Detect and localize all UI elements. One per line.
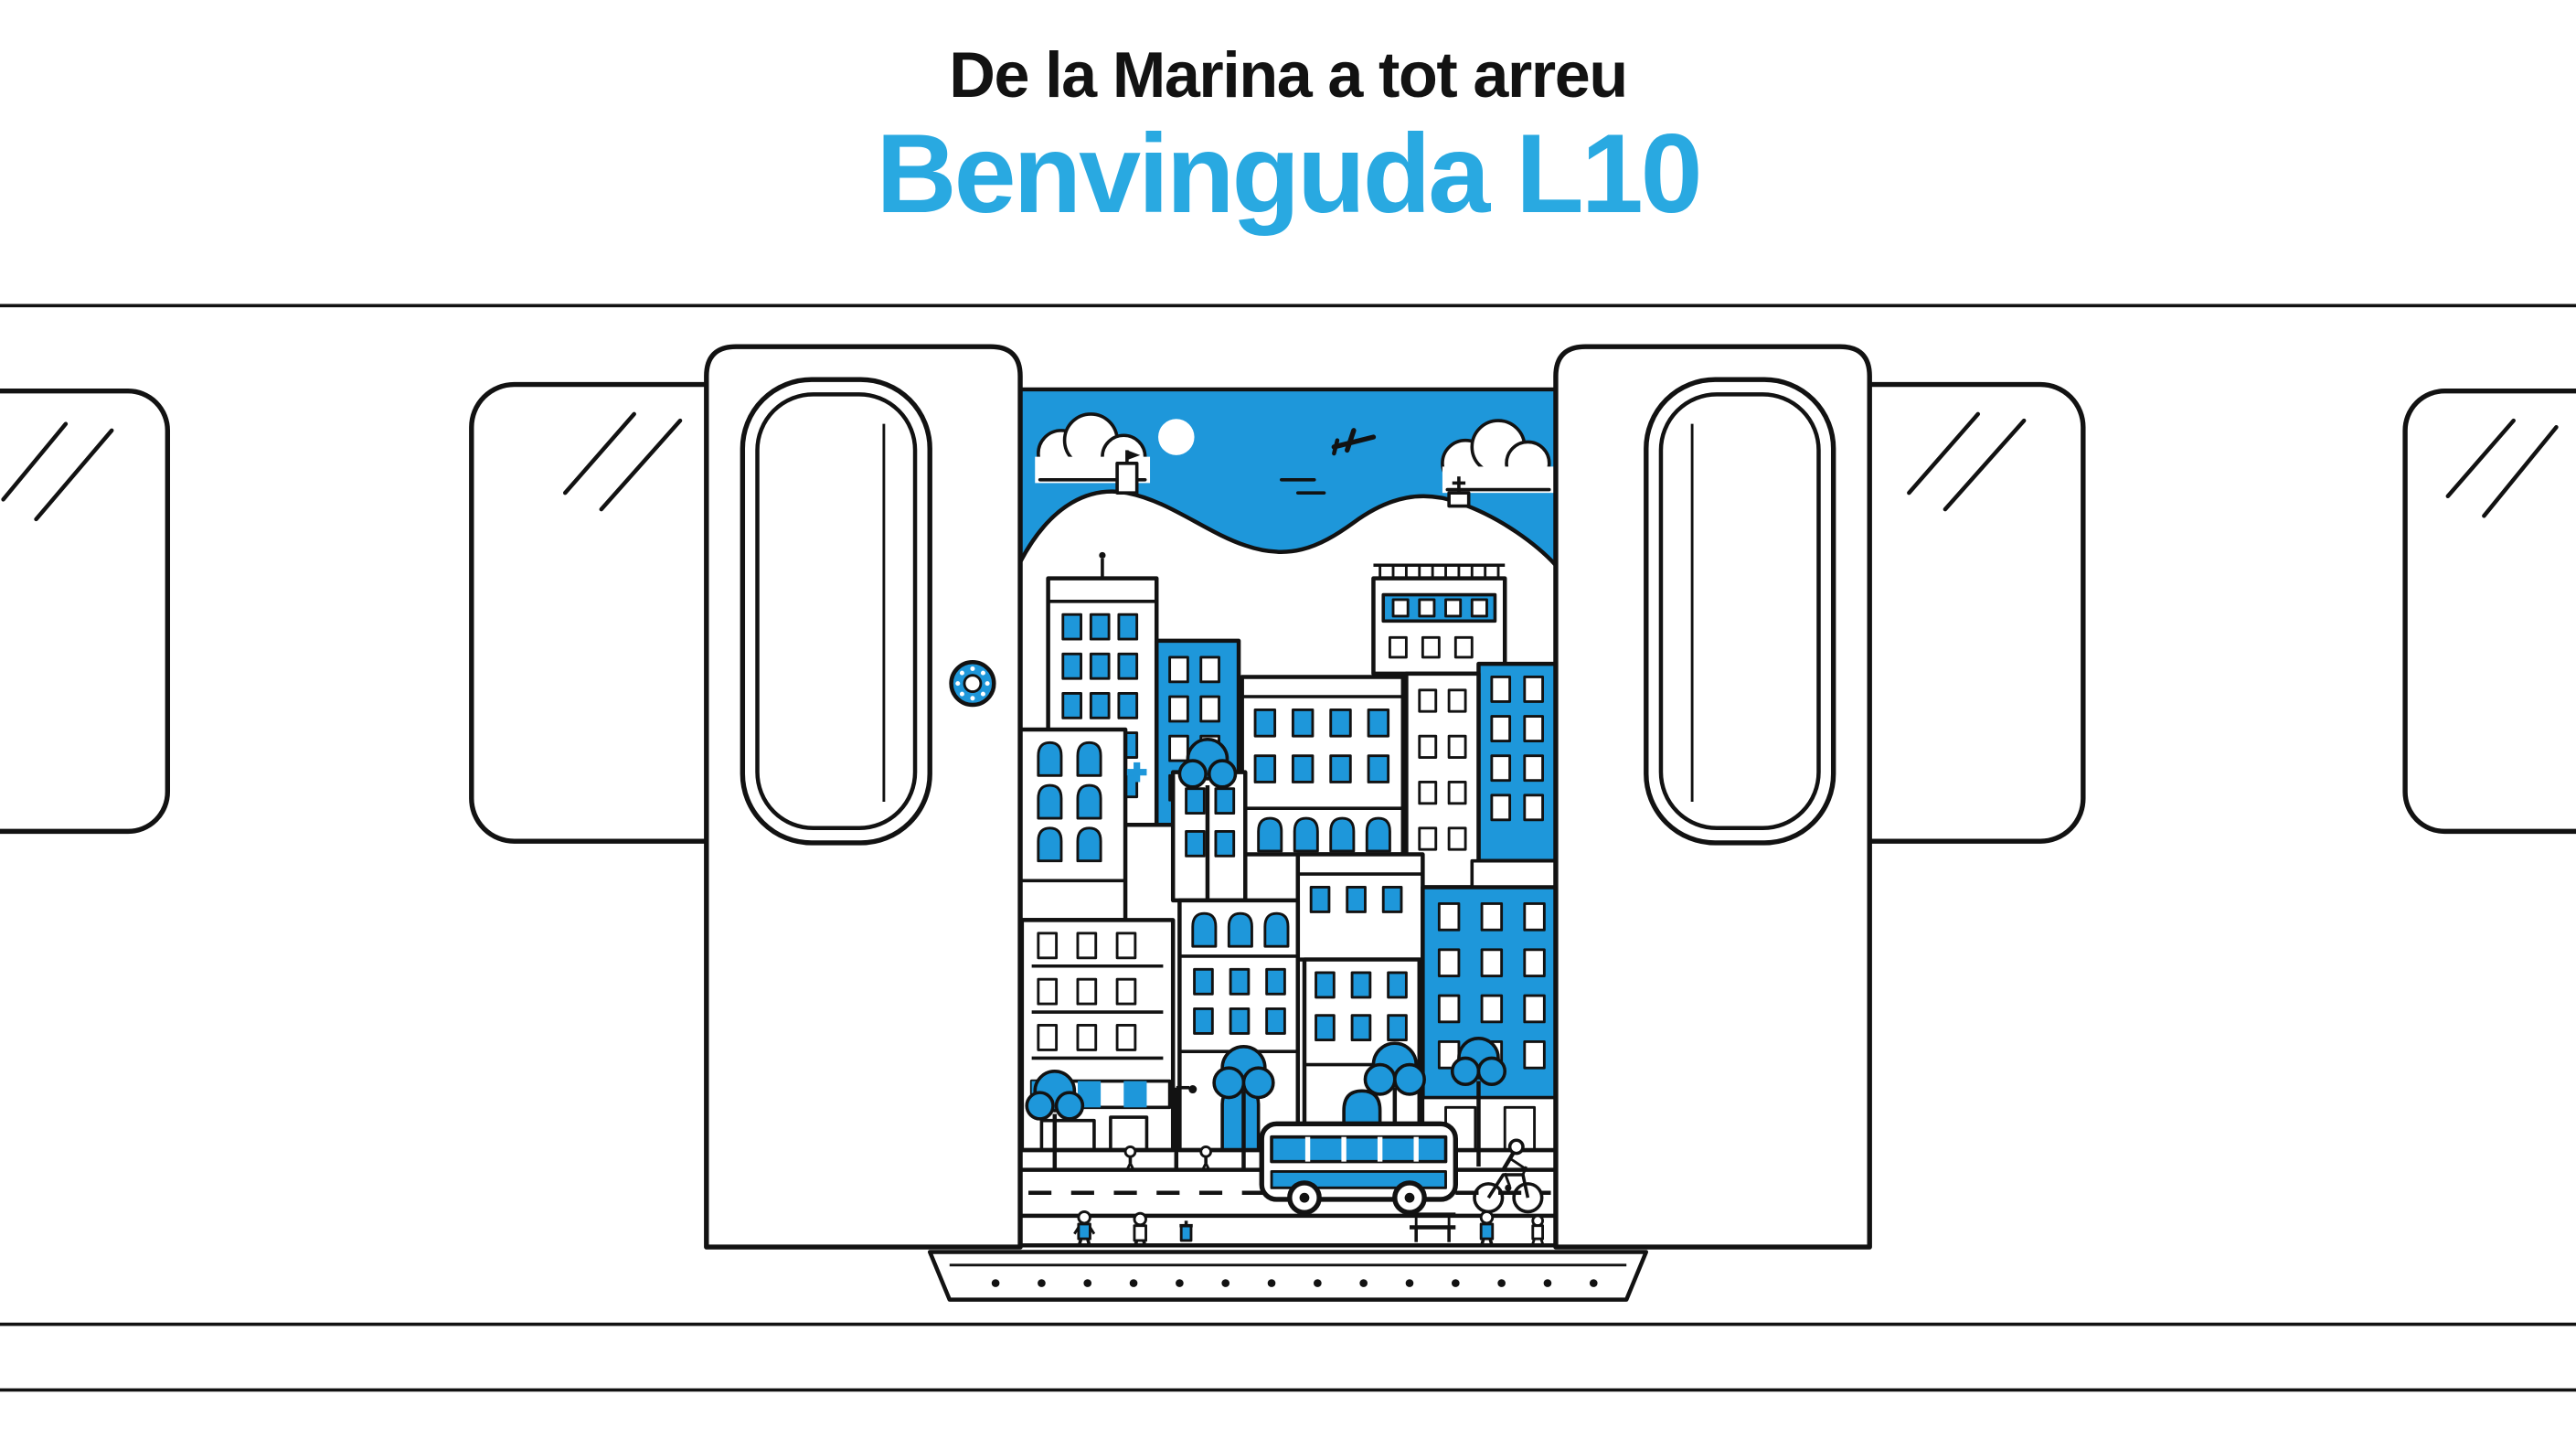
building — [1240, 675, 1406, 857]
cloud-icon — [1441, 419, 1555, 494]
left-sliding-door — [704, 344, 1023, 1250]
door-threshold-plate — [927, 1250, 1649, 1302]
building — [1295, 852, 1425, 962]
tibidabo-icon — [1447, 476, 1471, 508]
pedestrian — [1123, 1145, 1137, 1171]
pedestrian — [1531, 1214, 1545, 1244]
pedestrian — [1199, 1145, 1212, 1171]
building — [1421, 858, 1559, 1153]
pedestrian — [1479, 1209, 1495, 1245]
tree — [1212, 1045, 1275, 1170]
right-sliding-door — [1553, 344, 1872, 1250]
campaign-subtitle: De la Marina a tot arreu — [949, 40, 1628, 112]
building — [1476, 661, 1563, 863]
castle-icon — [1115, 450, 1141, 495]
window-far-left — [0, 389, 170, 835]
contrail-lines — [1280, 477, 1326, 495]
bench — [1409, 1212, 1456, 1242]
fire-hydrant — [1179, 1220, 1193, 1242]
pedestrian — [1073, 1209, 1096, 1245]
pharmacy-cross-icon — [1126, 762, 1147, 783]
airplane-icon — [1331, 428, 1377, 456]
bus — [1259, 1121, 1459, 1216]
door-open-button-icon — [949, 660, 996, 708]
campaign-title: Benvinguda L10 — [876, 112, 1702, 237]
train-body-lines — [0, 304, 2576, 1392]
cyclist — [1473, 1138, 1544, 1214]
campaign-header: De la Marina a tot arreu Benvinguda L10 — [0, 0, 2576, 234]
building — [1177, 898, 1301, 1153]
pedestrian — [1133, 1211, 1147, 1246]
city-illustration — [1017, 389, 1563, 1246]
tree — [1025, 1069, 1085, 1170]
tree — [1177, 737, 1238, 900]
building — [1017, 727, 1128, 922]
window-far-right — [2402, 389, 2576, 835]
tree — [1450, 1037, 1507, 1167]
building — [1371, 563, 1507, 677]
sun-icon — [1158, 419, 1195, 455]
street-lamp — [1174, 1085, 1198, 1170]
